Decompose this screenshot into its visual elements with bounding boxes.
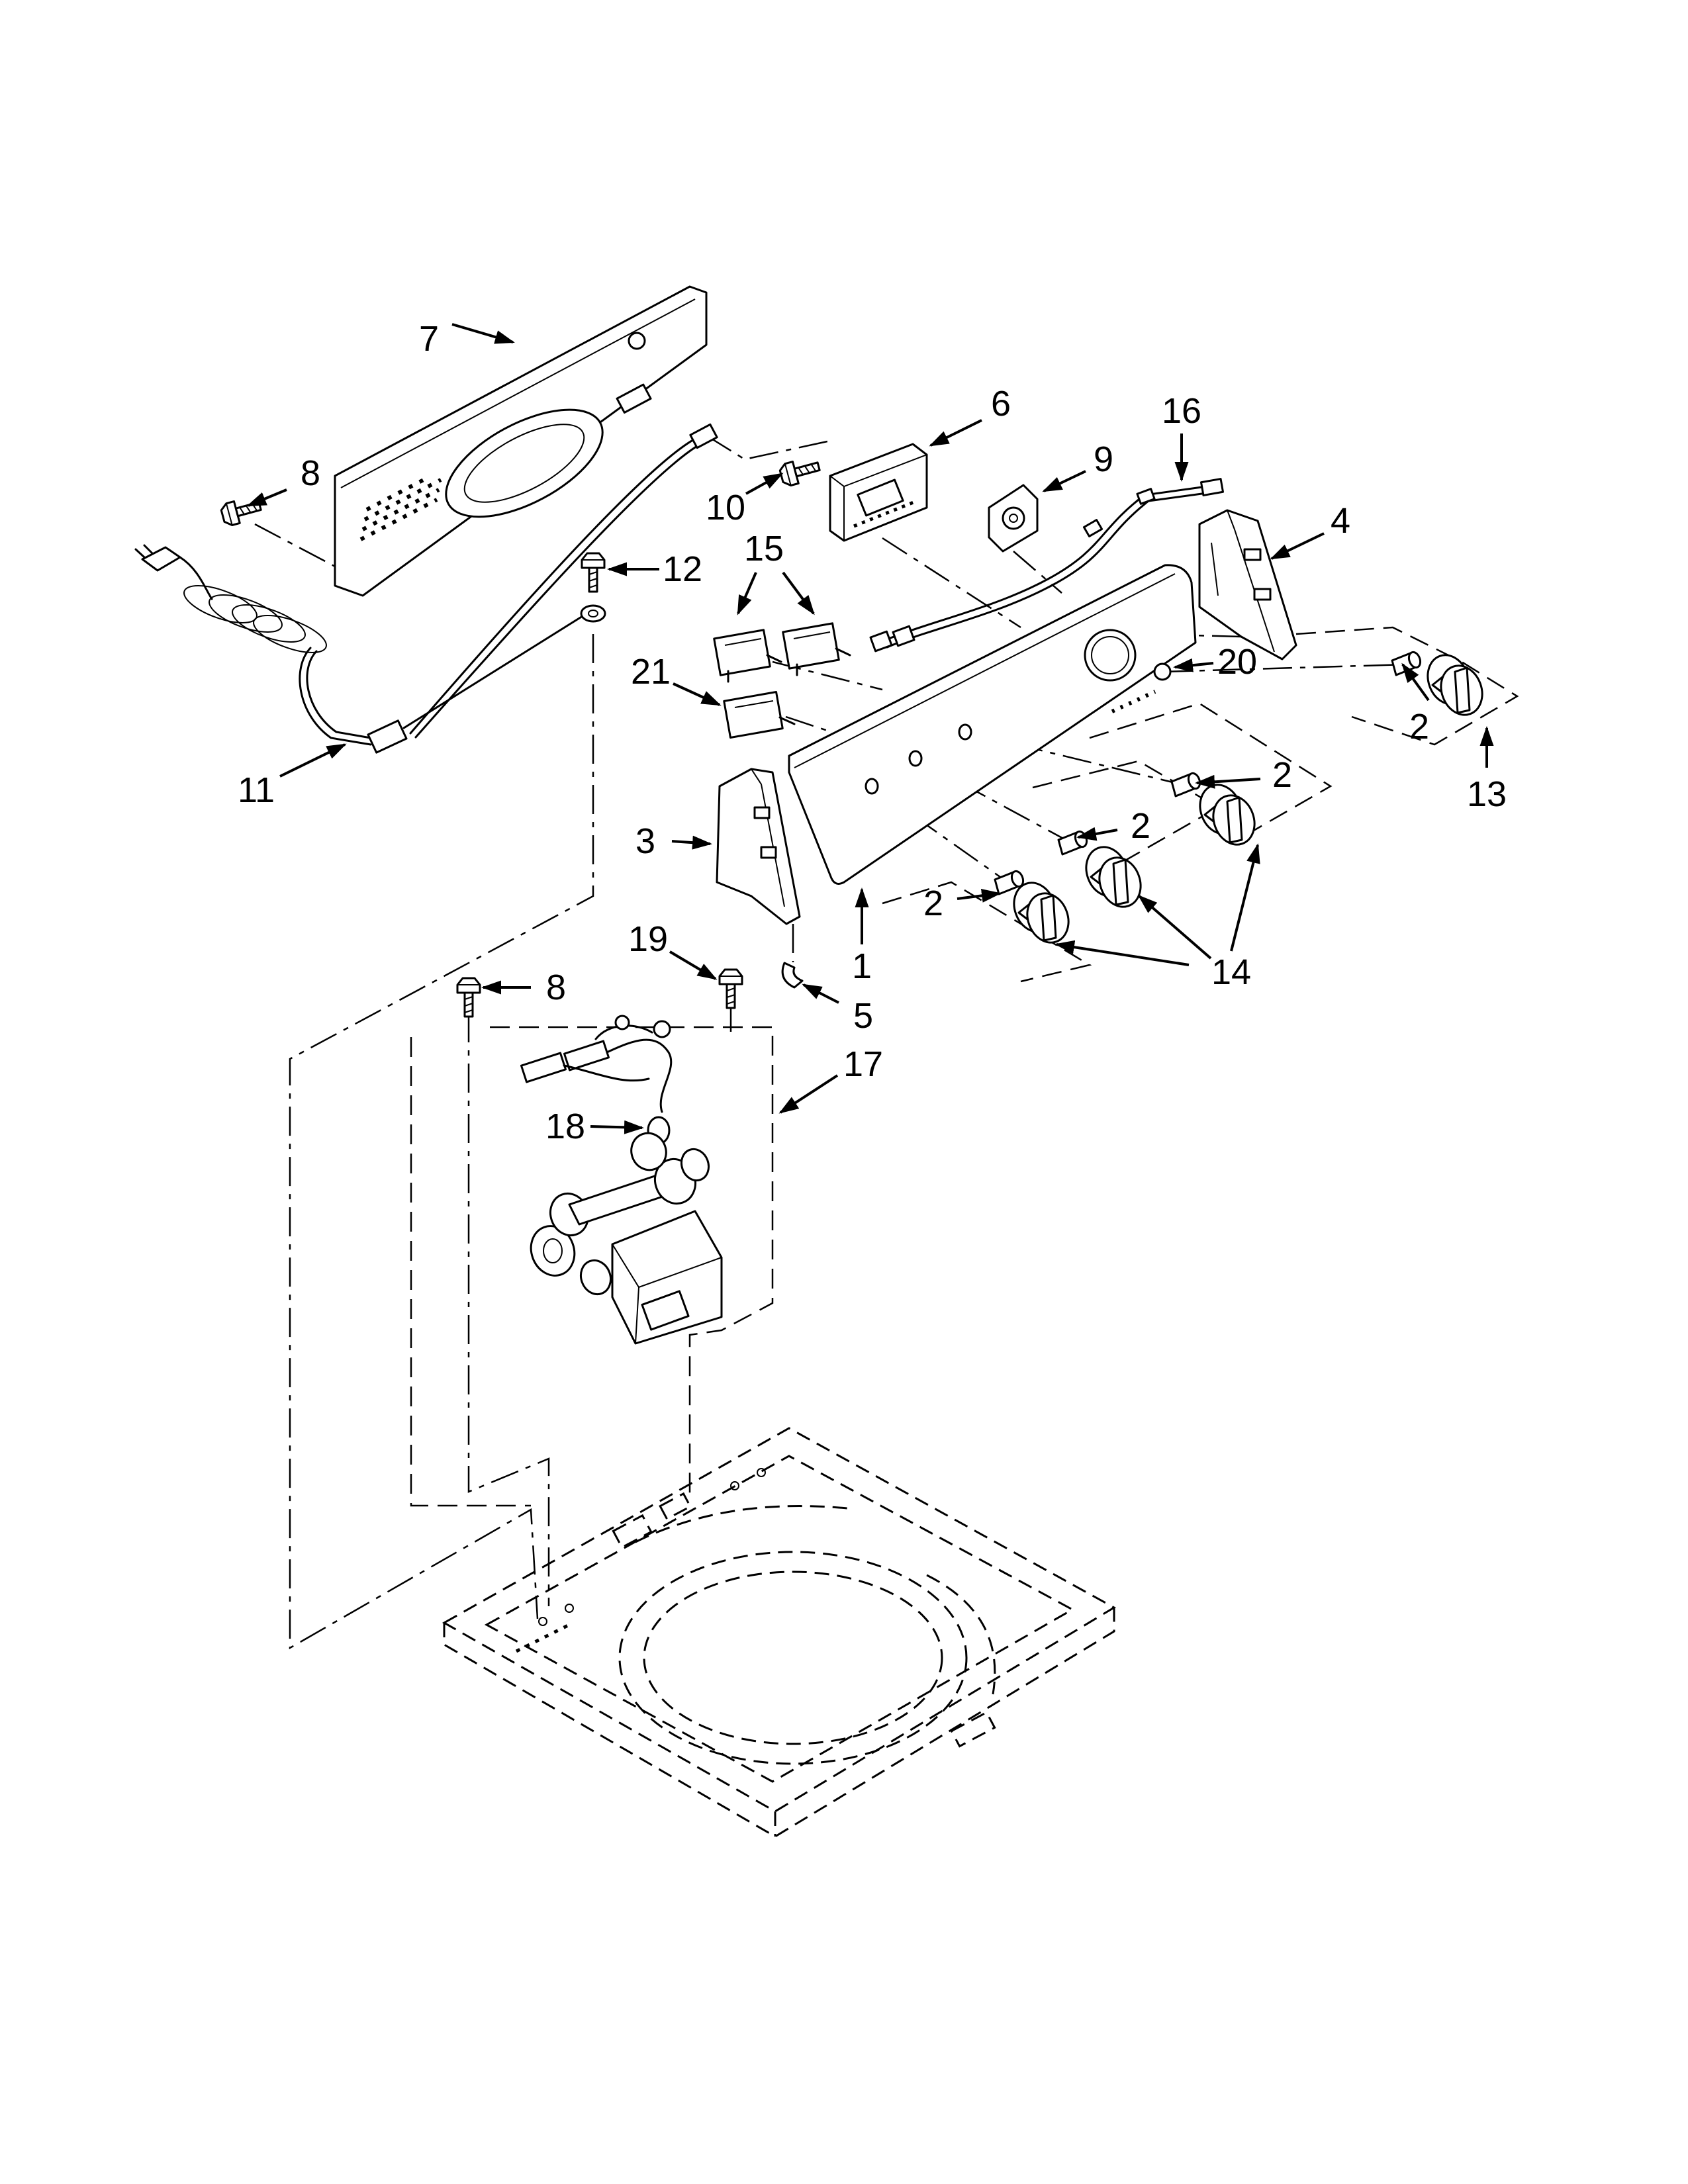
callout-arrow xyxy=(246,488,287,507)
indicator-opening xyxy=(1153,662,1172,681)
callout-label: 18 xyxy=(545,1107,585,1146)
knob-part xyxy=(1420,648,1490,722)
knob-guide-box xyxy=(1295,626,1519,746)
callout-label: 10 xyxy=(706,488,745,527)
callout-label: 21 xyxy=(631,652,671,692)
power-cord-part xyxy=(134,423,718,754)
bushing-part xyxy=(1057,829,1090,856)
callout-arrow xyxy=(1137,895,1212,960)
clip-part xyxy=(781,962,804,989)
callout-label: 2 xyxy=(1409,707,1429,747)
harness-connector xyxy=(689,423,718,449)
leader-line xyxy=(289,634,594,1650)
callout-arrow xyxy=(1055,940,1190,966)
leader-line xyxy=(915,757,1074,845)
callout-arrow xyxy=(782,571,815,615)
panel-recess xyxy=(445,408,604,518)
callout-label: 6 xyxy=(991,384,1011,424)
callout-label: 17 xyxy=(843,1044,883,1084)
callout-label: 2 xyxy=(1272,755,1292,795)
callout-arrow xyxy=(1195,774,1261,789)
lid-opening xyxy=(618,1551,968,1765)
top-panel-part xyxy=(442,1427,1117,1838)
callout-arrow xyxy=(1042,470,1086,492)
callout-labels: 7 6 16 8 10 9 4 15 12 21 20 11 2 13 2 3 … xyxy=(238,319,1507,1146)
callout-label: 13 xyxy=(1467,774,1507,814)
callout-label: 8 xyxy=(546,968,566,1007)
guide-line xyxy=(410,1037,531,1507)
panel-hole xyxy=(628,332,646,350)
callout-label: 8 xyxy=(301,453,320,493)
rear-panel-part xyxy=(334,285,708,597)
callout-arrow xyxy=(778,1074,839,1114)
callout-arrow xyxy=(673,682,722,706)
callout-label: 9 xyxy=(1094,439,1113,479)
callout-arrow xyxy=(590,1120,644,1134)
callout-arrow xyxy=(669,950,718,980)
callout-label: 11 xyxy=(238,770,275,810)
selector-opening xyxy=(1084,629,1137,682)
switch-part xyxy=(713,629,782,683)
callout-arrow xyxy=(1270,532,1325,560)
leader-line xyxy=(1192,634,1242,638)
callout-arrow xyxy=(737,572,757,615)
callout-label: 4 xyxy=(1331,501,1350,541)
leader-line xyxy=(785,715,828,732)
leader-line xyxy=(706,434,828,461)
callout-arrow xyxy=(279,743,347,778)
knob-part xyxy=(1192,778,1262,852)
callout-label: 19 xyxy=(628,919,668,959)
callout-label: 12 xyxy=(663,549,702,589)
callout-label: 3 xyxy=(635,821,655,861)
end-cap-left-part xyxy=(716,768,801,925)
callout-label: 1 xyxy=(852,946,872,986)
screw-part xyxy=(218,494,264,528)
ring-terminal xyxy=(580,604,606,623)
callout-label: 15 xyxy=(744,529,784,569)
callout-label: 2 xyxy=(923,884,943,923)
screw-part xyxy=(456,977,481,1018)
wire-harness-part xyxy=(869,478,1225,653)
screw-part xyxy=(581,552,606,593)
switch-part xyxy=(782,622,851,676)
plug xyxy=(141,546,181,572)
screw-part xyxy=(718,968,743,1009)
leader-lines xyxy=(254,434,1519,1650)
callout-label: 5 xyxy=(853,996,873,1036)
leader-line xyxy=(882,537,1021,629)
leader-line xyxy=(1013,551,1062,594)
callout-label: 16 xyxy=(1162,391,1201,431)
control-board-part xyxy=(829,443,928,542)
callout-arrow xyxy=(957,888,1002,903)
callout-arrow xyxy=(671,835,712,850)
callout-arrows xyxy=(246,323,1494,1134)
leader-line xyxy=(1162,663,1407,673)
callout-arrow xyxy=(1230,843,1260,952)
knob-guide-box xyxy=(1089,702,1333,835)
callout-arrow xyxy=(802,983,839,1004)
callout-arrow xyxy=(1173,658,1214,672)
callout-label: 2 xyxy=(1131,806,1150,846)
leader-line xyxy=(254,523,338,569)
callout-arrow xyxy=(745,473,784,495)
leader-line xyxy=(467,1013,550,1606)
screw-part xyxy=(777,454,823,488)
bezel-part xyxy=(988,484,1039,553)
strain-relief xyxy=(367,719,408,754)
callout-arrow xyxy=(929,419,982,447)
callout-arrow xyxy=(1401,662,1430,702)
callout-label: 7 xyxy=(419,319,439,359)
callout-arrow xyxy=(1076,827,1118,841)
callout-arrow xyxy=(451,323,515,344)
valve-assembly-part xyxy=(520,1015,723,1345)
knob-part xyxy=(1078,840,1149,914)
callout-label: 20 xyxy=(1217,642,1257,682)
end-cap-right-part xyxy=(1198,509,1297,660)
guide-line xyxy=(490,1026,774,1496)
callout-label: 14 xyxy=(1211,952,1251,992)
console-part xyxy=(788,564,1197,885)
switch-part xyxy=(723,690,796,739)
